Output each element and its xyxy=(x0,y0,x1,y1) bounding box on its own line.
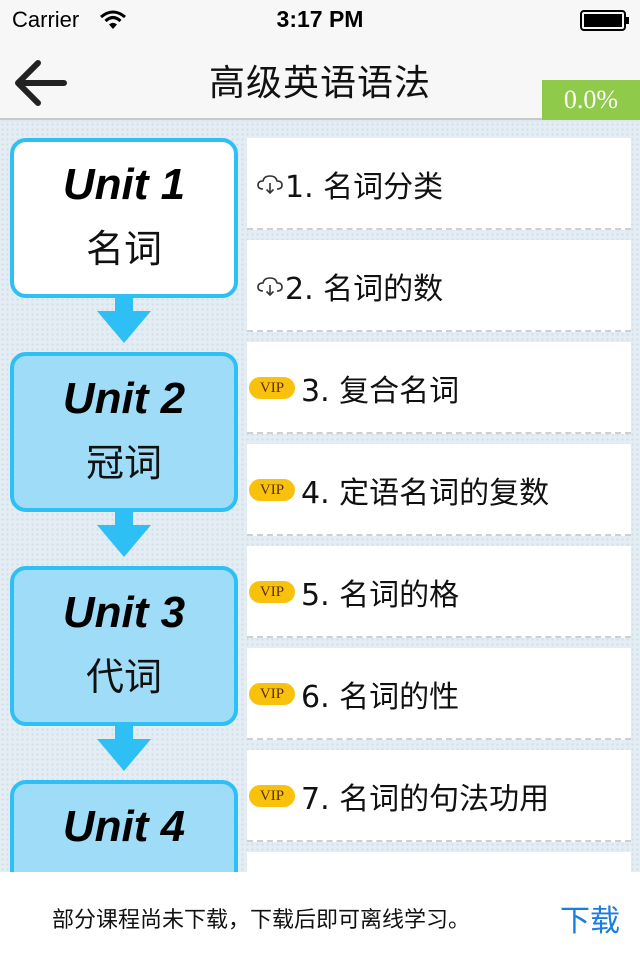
arrow-down-icon xyxy=(97,511,151,557)
vip-badge: VIP xyxy=(249,785,295,807)
lesson-label: 7. 名词的句法功用 xyxy=(301,782,550,817)
download-bar: 部分课程尚未下载，下载后即可离线学习。 下载 xyxy=(0,872,640,960)
unit-subtitle: 名词 xyxy=(85,227,162,271)
unit-card-4[interactable]: Unit 4 xyxy=(10,780,238,872)
lesson-label: 1. 名词分类 xyxy=(285,170,444,205)
navigation-bar: 高级英语语法 0.0% xyxy=(0,40,640,120)
unit-title: Unit 3 xyxy=(62,588,186,637)
offline-notice: 部分课程尚未下载，下载后即可离线学习。 xyxy=(52,908,471,933)
status-time: 3:17 PM xyxy=(276,6,364,32)
lesson-label: 6. 名词的性 xyxy=(301,680,460,715)
unit-subtitle: 冠词 xyxy=(85,441,162,485)
lesson-label: 5. 名词的格 xyxy=(301,578,460,613)
wifi-icon xyxy=(100,10,126,29)
vip-badge: VIP xyxy=(249,683,295,705)
vip-badge: VIP xyxy=(249,377,295,399)
cloud-download-icon xyxy=(257,175,283,194)
unit-subtitle: 代词 xyxy=(85,655,162,699)
battery-icon xyxy=(580,10,629,31)
download-button[interactable]: 下载 xyxy=(560,904,620,939)
arrow-down-icon xyxy=(97,297,151,343)
arrow-down-icon xyxy=(97,725,151,771)
carrier-label: Carrier xyxy=(12,7,80,32)
unit-title: Unit 1 xyxy=(62,160,186,209)
unit-card-2[interactable]: Unit 2 冠词 xyxy=(10,352,238,512)
vip-badge: VIP xyxy=(249,479,295,501)
arrow-left-icon xyxy=(15,60,67,106)
unit-title: Unit 2 xyxy=(62,374,186,423)
course-content: Unit 1 名词 Unit 2 冠词 Unit 3 代词 Unit 4 xyxy=(0,122,640,872)
status-bar: Carrier 3:17 PM xyxy=(0,0,640,40)
unit-card-1[interactable]: Unit 1 名词 xyxy=(10,138,238,298)
unit-card-3[interactable]: Unit 3 代词 xyxy=(10,566,238,726)
lesson-label: 2. 名词的数 xyxy=(285,272,444,307)
lesson-row-5[interactable]: VIP 5. 名词的格 xyxy=(247,546,631,638)
lesson-row-8[interactable] xyxy=(247,852,631,872)
progress-badge: 0.0% xyxy=(542,80,640,120)
lesson-row-2[interactable]: 2. 名词的数 xyxy=(247,240,631,332)
unit-title: Unit 4 xyxy=(62,802,186,851)
vip-badge: VIP xyxy=(249,581,295,603)
lesson-row-1[interactable]: 1. 名词分类 xyxy=(247,138,631,230)
lesson-row-6[interactable]: VIP 6. 名词的性 xyxy=(247,648,631,740)
lesson-label: 4. 定语名词的复数 xyxy=(301,476,550,511)
lesson-label: 3. 复合名词 xyxy=(301,374,460,409)
page-title: 高级英语语法 xyxy=(208,63,431,104)
back-button[interactable] xyxy=(8,46,78,116)
cloud-download-icon xyxy=(257,277,283,296)
lesson-row-7[interactable]: VIP 7. 名词的句法功用 xyxy=(247,750,631,842)
lesson-row-3[interactable]: VIP 3. 复合名词 xyxy=(247,342,631,434)
lesson-row-4[interactable]: VIP 4. 定语名词的复数 xyxy=(247,444,631,536)
